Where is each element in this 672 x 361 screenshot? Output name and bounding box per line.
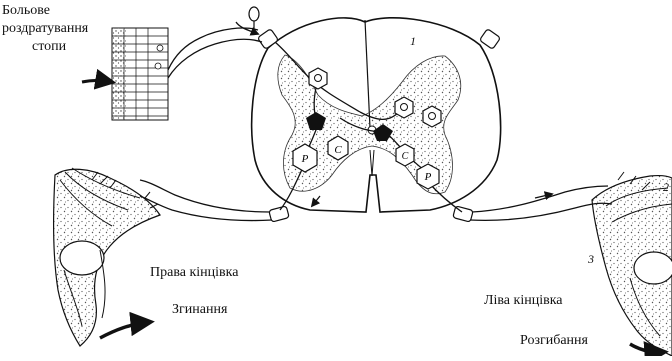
excitatory-neuron-left: C — [396, 144, 414, 166]
interneuron-c-3 — [423, 106, 441, 127]
region-number-flexor: 3 — [588, 252, 594, 267]
left-efferent-lower — [470, 203, 612, 220]
foot-skin — [112, 28, 168, 120]
extension-label: Розгибання — [520, 332, 588, 349]
region-number-extensor: 2 — [663, 180, 669, 195]
right-limb-drawing — [54, 168, 160, 346]
afferent-fibre — [168, 28, 258, 70]
flexion-arrow — [100, 322, 150, 338]
excitatory-marker-left: C — [402, 151, 409, 162]
left-limb-label: Ліва кінцівка — [484, 292, 563, 309]
interneuron-c-1 — [309, 68, 327, 89]
motor-marker-left: P — [424, 171, 432, 183]
stimulus-arrow — [82, 81, 112, 83]
right-efferent-lower — [140, 196, 272, 221]
excitatory-marker-right: C — [334, 144, 342, 156]
left-efferent-upper — [472, 186, 608, 212]
afferent-fibre-lower — [168, 39, 262, 78]
right-efferent-upper — [140, 180, 270, 212]
stimulus-label-line-2: роздратування — [2, 20, 88, 38]
stimulus-label-line-3: стопи — [2, 38, 88, 56]
dorsal-root-ganglion — [249, 7, 259, 30]
flexion-label: Згинання — [172, 301, 227, 318]
right-limb-label: Права кінцівка — [150, 264, 238, 281]
motor-neuron-left: P — [417, 164, 439, 189]
motor-marker-right: P — [301, 153, 309, 165]
stimulus-label: Больове роздратування стопи — [2, 2, 88, 56]
left-dorsal-root-stump — [479, 29, 500, 50]
spinal-cord — [252, 18, 501, 212]
left-limb-drawing — [592, 172, 672, 356]
region-number-spinal-cord: 1 — [410, 34, 416, 49]
interneuron-c-2 — [395, 97, 413, 118]
excitatory-neuron-right: C — [328, 136, 348, 160]
stimulus-label-line-1: Больове — [2, 2, 88, 20]
